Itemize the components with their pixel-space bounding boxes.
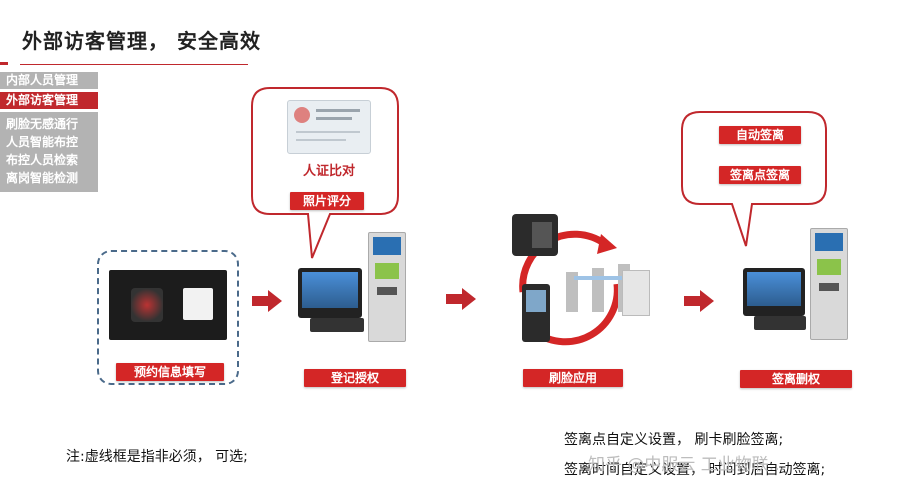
turnstile-post bbox=[592, 268, 604, 312]
card-line bbox=[316, 117, 352, 120]
monitor-screen bbox=[302, 272, 358, 308]
terminal-keyboard-icon bbox=[310, 318, 364, 332]
arrow-right-icon bbox=[252, 290, 282, 312]
sidebar-item-search[interactable]: 布控人员检索 bbox=[6, 153, 79, 167]
gate-icon bbox=[622, 270, 650, 316]
login-panel-icon bbox=[183, 288, 213, 320]
turnstile-glass bbox=[574, 276, 624, 280]
note-right-1: 签离点自定义设置， 刷卡刷脸签离; bbox=[564, 432, 784, 448]
card-line bbox=[296, 139, 346, 141]
note-right-2: 签离时间自定义设置， 时间到后自动签离; bbox=[564, 462, 826, 478]
kiosk-panel bbox=[817, 259, 841, 275]
kiosk-screen bbox=[373, 237, 401, 255]
title-accent-mark bbox=[0, 62, 8, 65]
terminal-monitor-icon bbox=[298, 268, 362, 318]
monitor-screen bbox=[747, 272, 801, 306]
kiosk-slot bbox=[819, 283, 839, 291]
card-line bbox=[316, 109, 360, 112]
sidebar-item-internal[interactable]: 内部人员管理 bbox=[0, 72, 98, 89]
reader-screen bbox=[526, 290, 546, 312]
note-left: 注:虚线框是指非必须， 可选; bbox=[66, 449, 248, 465]
checkout-monitor-icon bbox=[743, 268, 805, 316]
step-checkout-label: 签离删权 bbox=[740, 370, 852, 388]
step-register-label: 登记授权 bbox=[304, 369, 406, 387]
card-line bbox=[296, 131, 360, 133]
sidebar-item-face-pass[interactable]: 刷脸无感通行 bbox=[6, 117, 79, 131]
optional-step-frame bbox=[97, 250, 239, 385]
sidebar-item-control[interactable]: 人员智能布控 bbox=[6, 135, 79, 149]
step-face-label: 刷脸应用 bbox=[523, 369, 623, 387]
kiosk-icon bbox=[368, 232, 406, 342]
sidebar-item-visitor[interactable]: 外部访客管理 bbox=[0, 92, 98, 109]
tag-auto-checkout: 自动签离 bbox=[719, 126, 801, 144]
page-title: 外部访客管理， 安全高效 bbox=[22, 29, 261, 53]
turnstile-post bbox=[566, 272, 578, 312]
title-underline bbox=[20, 64, 248, 65]
face-screen bbox=[532, 222, 552, 248]
kiosk-panel bbox=[375, 263, 399, 279]
fingerprint-icon bbox=[131, 288, 163, 322]
emblem-icon bbox=[294, 107, 310, 123]
tag-photo-score: 照片评分 bbox=[290, 192, 364, 210]
face-terminal-icon bbox=[512, 214, 558, 256]
checkout-kiosk-icon bbox=[810, 228, 848, 340]
kiosk-slot bbox=[377, 287, 397, 295]
sidebar-item-detect[interactable]: 离岗智能检测 bbox=[6, 171, 79, 185]
checkout-keyboard-icon bbox=[754, 316, 806, 330]
id-card-icon bbox=[287, 100, 371, 154]
face-reader-icon bbox=[522, 284, 550, 342]
step-booking-label: 预约信息填写 bbox=[116, 363, 224, 381]
sidebar-group-bg bbox=[0, 112, 98, 192]
kiosk-screen bbox=[815, 233, 843, 251]
booking-screen-icon bbox=[109, 270, 227, 340]
arrow-right-icon bbox=[684, 290, 714, 312]
bubble-caption: 人证比对 bbox=[302, 164, 355, 179]
tag-point-checkout: 签离点签离 bbox=[719, 166, 801, 184]
watermark: 知乎 @中服云 工业物联... bbox=[588, 455, 786, 475]
arrow-right-icon bbox=[446, 288, 476, 310]
